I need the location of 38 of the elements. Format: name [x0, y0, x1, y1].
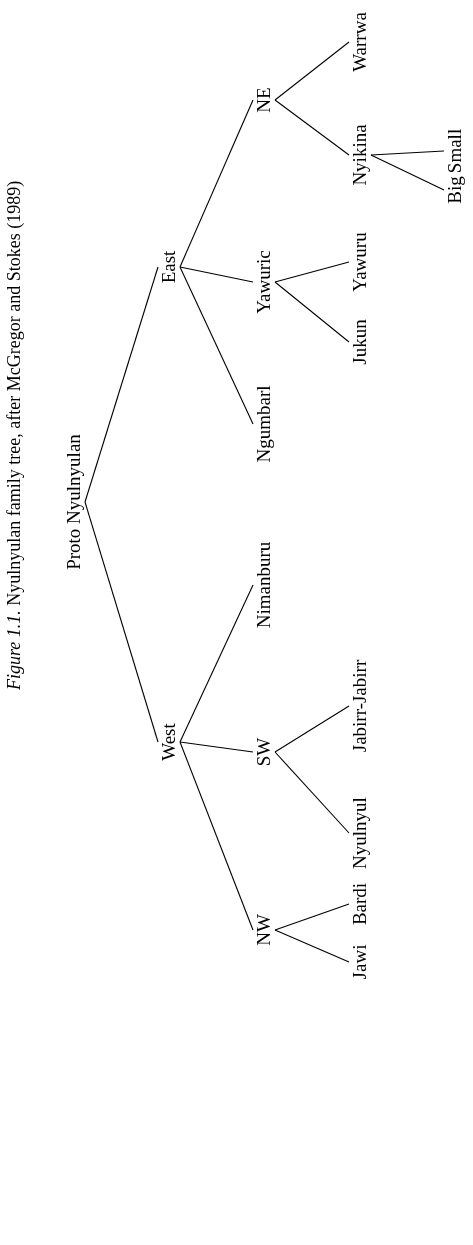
tree-branch-line — [274, 929, 350, 963]
tree-branch-line — [274, 99, 350, 156]
tree-branch-line — [274, 705, 350, 753]
language-label: West — [158, 723, 180, 761]
language-label: Nyulnyul — [349, 797, 371, 869]
tree-branch-line — [274, 903, 350, 931]
language-label: Small — [444, 128, 466, 174]
language-label: Jawi — [349, 944, 371, 980]
language-label: Ngumbarl — [253, 385, 275, 463]
tree-branch-line — [274, 281, 350, 343]
language-label: Nimanburu — [253, 541, 275, 629]
tree-branch-line — [370, 150, 445, 156]
language-label: Bardi — [349, 882, 371, 926]
tree-branch-line — [84, 266, 159, 503]
tree-branch-line — [370, 154, 445, 191]
language-label: Warrwa — [349, 12, 371, 72]
tree-branch-line — [274, 41, 350, 101]
language-label: East — [158, 250, 180, 284]
tree-branch-line — [179, 266, 254, 425]
tree-branch-line — [179, 584, 254, 743]
tree-branch-line — [84, 501, 159, 743]
language-label: Jukun — [349, 319, 371, 365]
language-label: SW — [253, 737, 275, 767]
language-label: NE — [253, 87, 275, 113]
language-label: Big — [444, 176, 466, 204]
language-label: Proto Nyulnyulan — [63, 434, 85, 570]
tree-branch-line — [274, 261, 350, 283]
language-label: Jabirr-Jabirr — [349, 659, 371, 753]
tree-branch-line — [179, 741, 254, 931]
tree-branch-line — [274, 751, 350, 834]
tree-branch-line — [179, 99, 254, 268]
language-label: Yawuric — [253, 250, 275, 314]
figure-caption: Figure 1.1. Nyulnyulan family tree, after McGregor and Stokes (1989) — [3, 180, 25, 690]
language-label: NW — [253, 914, 275, 946]
language-label: Yawuru — [349, 232, 371, 292]
tree-branch-line — [179, 266, 254, 283]
tree-branch-line — [179, 741, 254, 753]
language-label: Nyikina — [349, 124, 371, 186]
